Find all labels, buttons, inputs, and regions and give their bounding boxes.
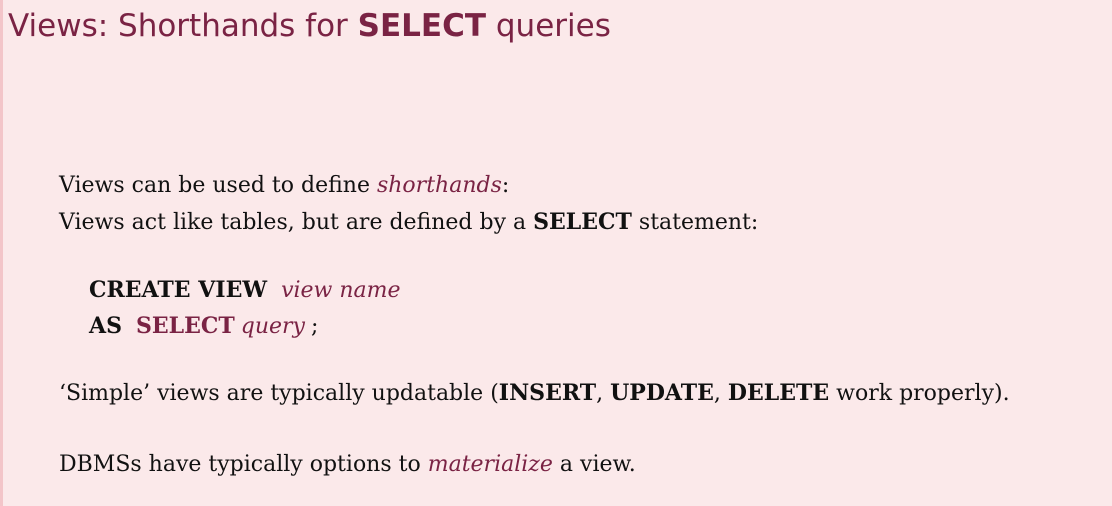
intro-line-2-text: Views act like tables, but are defined b… <box>59 210 534 235</box>
create-view-keyword: CREATE VIEW <box>89 277 268 303</box>
intro-line-1: Views can be used to define shorthands: <box>59 171 509 201</box>
delete-keyword: DELETE <box>727 380 830 406</box>
view-name-placeholder: view name <box>281 278 401 303</box>
select-keyword: SELECT <box>533 209 632 235</box>
left-margin-rule <box>0 0 3 506</box>
semicolon: ; <box>310 314 319 339</box>
as-keyword: AS <box>89 313 122 339</box>
title-prefix: Views: Shorthands for <box>8 8 358 44</box>
update-keyword: UPDATE <box>610 380 714 406</box>
intro-line-2: Views act like tables, but are defined b… <box>59 207 758 238</box>
dbms-text: DBMSs have typically options to <box>59 452 428 477</box>
intro-line-1-end: : <box>501 173 510 198</box>
intro-line-2-end: statement: <box>631 210 759 235</box>
query-placeholder: query <box>240 314 305 339</box>
title-suffix: queries <box>486 8 611 44</box>
simple-views-end: work properly). <box>829 381 1010 406</box>
shorthands-term: shorthands <box>376 173 502 198</box>
dbms-end: a view. <box>552 452 636 477</box>
code-line-create-view: CREATE VIEW view name <box>89 275 401 306</box>
slide-title: Views: Shorthands for SELECT queries <box>8 4 611 48</box>
insert-keyword: INSERT <box>498 380 597 406</box>
intro-line-1-text: Views can be used to define <box>59 173 377 198</box>
separator-1: , <box>596 381 611 406</box>
simple-views-line: ‘Simple’ views are typically updatable (… <box>59 378 1010 409</box>
title-keyword: SELECT <box>357 8 487 44</box>
simple-views-text: ‘Simple’ views are typically updatable ( <box>59 381 499 406</box>
materialize-term: materialize <box>427 452 553 477</box>
dbms-line: DBMSs have typically options to material… <box>59 450 636 480</box>
code-select-keyword: SELECT <box>135 313 235 339</box>
separator-2: , <box>713 381 728 406</box>
